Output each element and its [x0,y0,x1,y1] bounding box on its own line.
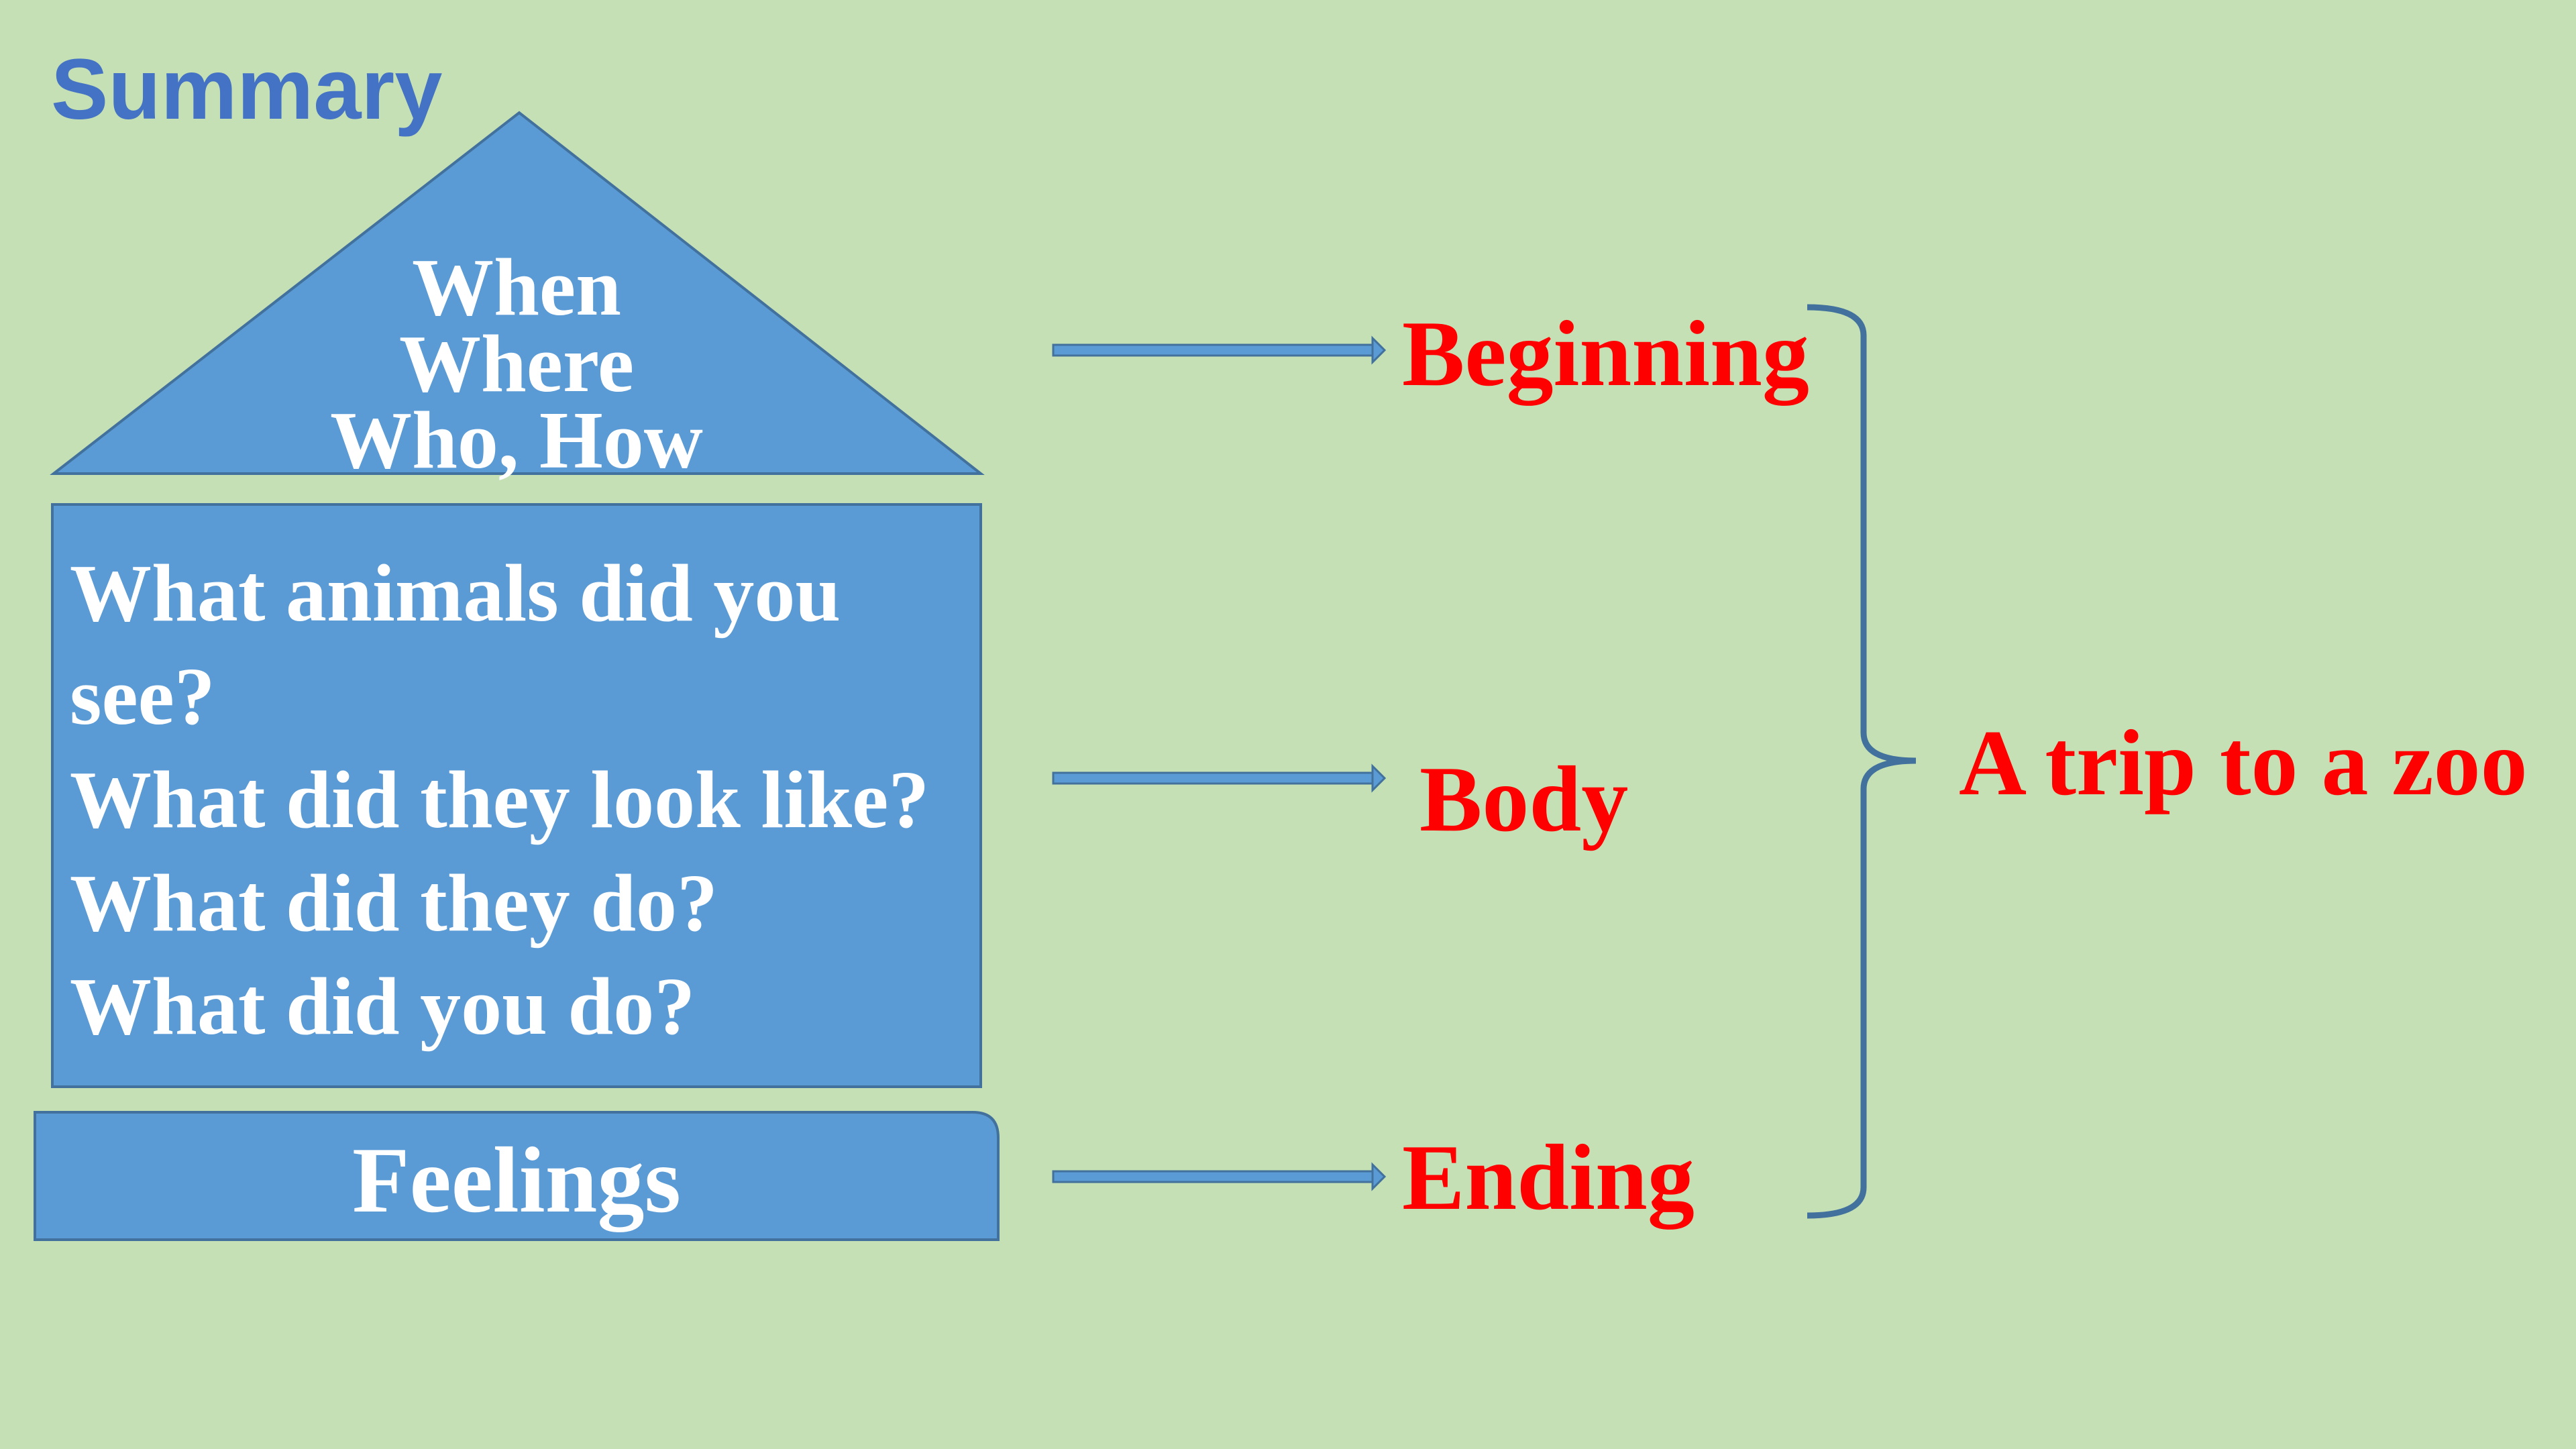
foundation-text: Feelings [352,1128,681,1232]
house-foundation [34,1111,1000,1241]
body-text: What animals did you see? What did they … [70,542,982,1059]
house-body [51,503,982,1088]
right-brace [1807,304,1917,1219]
body-line: see? [70,651,215,742]
body-line: What did they do? [70,858,718,949]
arrow-beginning [1052,335,1387,365]
label-ending: Ending [1402,1126,1695,1230]
roof-line: When [412,242,621,333]
body-line: What did they look like? [70,755,930,845]
label-topic: A trip to a zoo [1959,711,2528,815]
roof-text: When Where Who, How [215,242,818,486]
label-body: Body [1419,747,1629,851]
roof-line: Who, How [330,395,703,486]
arrow-body [1052,763,1387,793]
house-roof [50,111,985,475]
arrow-ending [1052,1162,1387,1191]
body-line: What did you do? [70,961,696,1052]
label-beginning: Beginning [1402,302,1809,406]
slide-title: Summary [51,42,443,138]
body-line: What animals did you [70,548,841,639]
roof-line: Where [398,319,635,409]
